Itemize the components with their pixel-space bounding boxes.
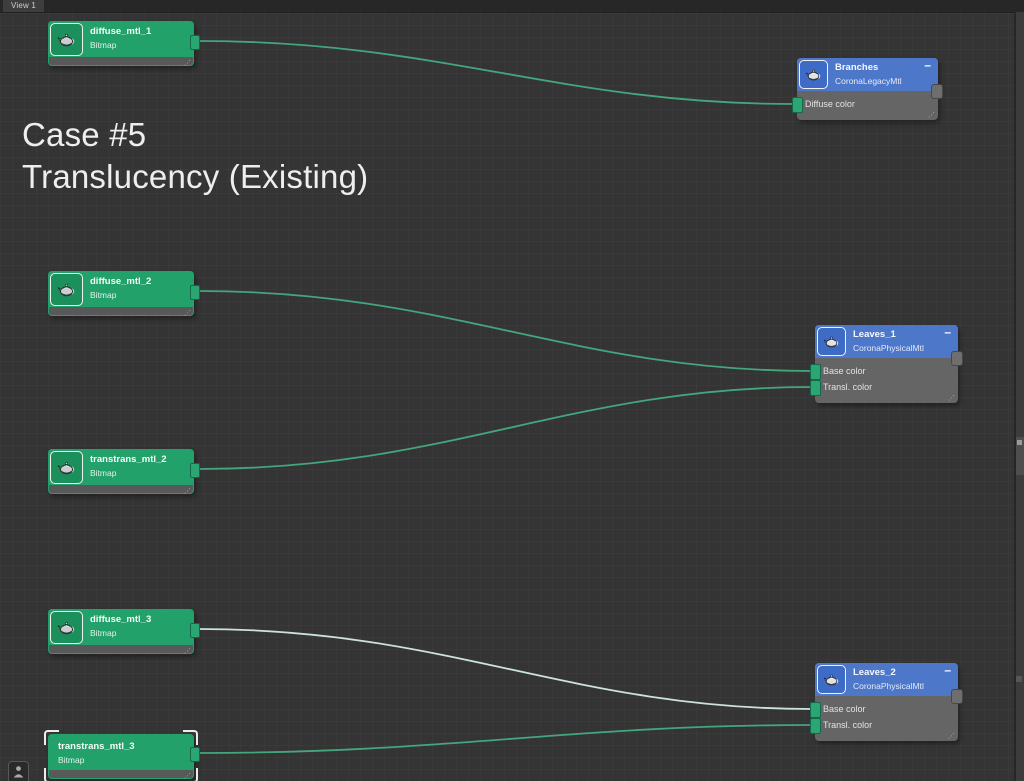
material-node-leaves-1[interactable]: Leaves_1 CoronaPhysicalMtl – Base color …: [810, 325, 963, 403]
resize-grip-icon[interactable]: ⋰: [184, 60, 191, 67]
slot-transl-color[interactable]: Transl. color: [810, 379, 958, 396]
node-title: diffuse_mtl_1: [90, 26, 152, 37]
map-node-transtrans-mtl-3-selected[interactable]: transtrans_mtl_3 Bitmap ⋰: [44, 730, 200, 781]
node-footer: ⋰: [49, 645, 193, 655]
scrollbar-thumb[interactable]: [1016, 437, 1024, 475]
material-node-leaves-2[interactable]: Leaves_2 CoronaPhysicalMtl – Base color …: [810, 663, 963, 741]
resize-grip-icon[interactable]: ⋰: [184, 648, 191, 655]
resize-grip-icon[interactable]: ⋰: [948, 395, 955, 402]
resize-grip-icon[interactable]: ⋰: [928, 112, 935, 119]
tab-view1[interactable]: View 1: [3, 0, 45, 12]
selection-bracket: [44, 768, 59, 781]
resize-grip-icon[interactable]: ⋰: [184, 310, 191, 317]
resize-grip-icon[interactable]: ⋰: [184, 488, 191, 495]
annotation-line2: Translucency (Existing): [22, 158, 369, 195]
slot-label: Transl. color: [823, 382, 873, 392]
node-subtitle: CoronaPhysicalMtl: [853, 681, 924, 691]
output-socket[interactable]: [931, 84, 943, 99]
collapse-button[interactable]: –: [944, 325, 951, 339]
person-icon[interactable]: [8, 761, 29, 781]
node-title: diffuse_mtl_2: [90, 276, 152, 287]
teapot-icon: [50, 23, 83, 56]
output-socket[interactable]: [190, 285, 200, 300]
node-header[interactable]: Branches CoronaLegacyMtl –: [797, 58, 938, 91]
node-title: transtrans_mtl_3: [58, 741, 135, 752]
node-subtitle: Bitmap: [90, 290, 117, 300]
output-socket[interactable]: [190, 623, 200, 638]
wire-transtrans3-leaves2[interactable]: [198, 724, 813, 754]
node-footer: ⋰: [49, 485, 193, 495]
slot-label: Base color: [823, 366, 866, 376]
slot-label: Diffuse color: [805, 99, 855, 109]
slot-label: Base color: [823, 704, 866, 714]
input-socket[interactable]: [810, 702, 821, 718]
node-footer: ⋰: [49, 770, 193, 780]
output-socket[interactable]: [190, 35, 200, 50]
resize-grip-icon[interactable]: ⋰: [948, 733, 955, 740]
node-header[interactable]: Leaves_1 CoronaPhysicalMtl –: [815, 325, 958, 358]
wire-diffuse2-leaves1[interactable]: [198, 290, 813, 372]
wire-transtrans2-leaves1[interactable]: [198, 386, 813, 470]
selection-bracket: [44, 730, 59, 745]
slot-base-color[interactable]: Base color: [810, 701, 958, 718]
map-node-diffuse-mtl-2[interactable]: diffuse_mtl_2 Bitmap ⋰: [48, 271, 200, 317]
node-title: transtrans_mtl_2: [90, 454, 167, 465]
node-header[interactable]: Leaves_2 CoronaPhysicalMtl –: [815, 663, 958, 696]
right-panel-edge: [1014, 12, 1024, 781]
teapot-icon: [799, 60, 828, 89]
output-socket[interactable]: [190, 747, 200, 762]
node-subtitle: Bitmap: [90, 628, 117, 638]
input-socket[interactable]: [810, 718, 821, 734]
input-socket[interactable]: [810, 380, 821, 396]
map-node-transtrans-mtl-2[interactable]: transtrans_mtl_2 Bitmap ⋰: [48, 449, 200, 495]
node-footer: ⋰: [49, 57, 193, 67]
slot-diffuse-color[interactable]: Diffuse color: [792, 96, 938, 113]
view-tab-bar: View 1: [0, 0, 1024, 12]
slot-transl-color[interactable]: Transl. color: [810, 717, 958, 734]
map-node-diffuse-mtl-3[interactable]: diffuse_mtl_3 Bitmap ⋰: [48, 609, 200, 655]
selection-bracket: [183, 768, 198, 781]
selection-bracket: [183, 730, 198, 745]
node-subtitle: Bitmap: [58, 755, 85, 765]
scrollbar-mark: [1017, 440, 1022, 445]
material-node-branches[interactable]: Branches CoronaLegacyMtl – Diffuse color…: [792, 58, 943, 120]
panel-edge-tick: [1016, 676, 1022, 682]
input-socket[interactable]: [792, 97, 803, 113]
node-subtitle: CoronaPhysicalMtl: [853, 343, 924, 353]
node-title: Branches: [835, 62, 879, 73]
input-socket[interactable]: [810, 364, 821, 380]
slot-base-color[interactable]: Base color: [810, 363, 958, 380]
teapot-icon: [50, 451, 83, 484]
annotation-line1: Case #5: [22, 116, 147, 153]
resize-grip-icon[interactable]: ⋰: [184, 773, 191, 780]
node-title: diffuse_mtl_3: [90, 614, 152, 625]
node-subtitle: Bitmap: [90, 40, 117, 50]
teapot-icon: [50, 611, 83, 644]
node-subtitle: CoronaLegacyMtl: [835, 76, 902, 86]
node-title: Leaves_2: [853, 667, 896, 678]
teapot-icon: [50, 273, 83, 306]
map-node-diffuse-mtl-1[interactable]: diffuse_mtl_1 Bitmap ⋰: [48, 21, 200, 67]
output-socket[interactable]: [951, 351, 963, 366]
node-subtitle: Bitmap: [90, 468, 117, 478]
teapot-icon: [817, 327, 846, 356]
slot-label: Transl. color: [823, 720, 873, 730]
collapse-button[interactable]: –: [944, 663, 951, 677]
annotation-text: Case #5 Translucency (Existing): [22, 114, 368, 198]
node-footer: ⋰: [49, 307, 193, 317]
output-socket[interactable]: [951, 689, 963, 704]
output-socket[interactable]: [190, 463, 200, 478]
node-title: Leaves_1: [853, 329, 896, 340]
wire-diffuse3-leaves2[interactable]: [198, 628, 813, 710]
teapot-icon: [817, 665, 846, 694]
collapse-button[interactable]: –: [924, 58, 931, 72]
wire-diffuse1-branches[interactable]: [198, 40, 794, 105]
